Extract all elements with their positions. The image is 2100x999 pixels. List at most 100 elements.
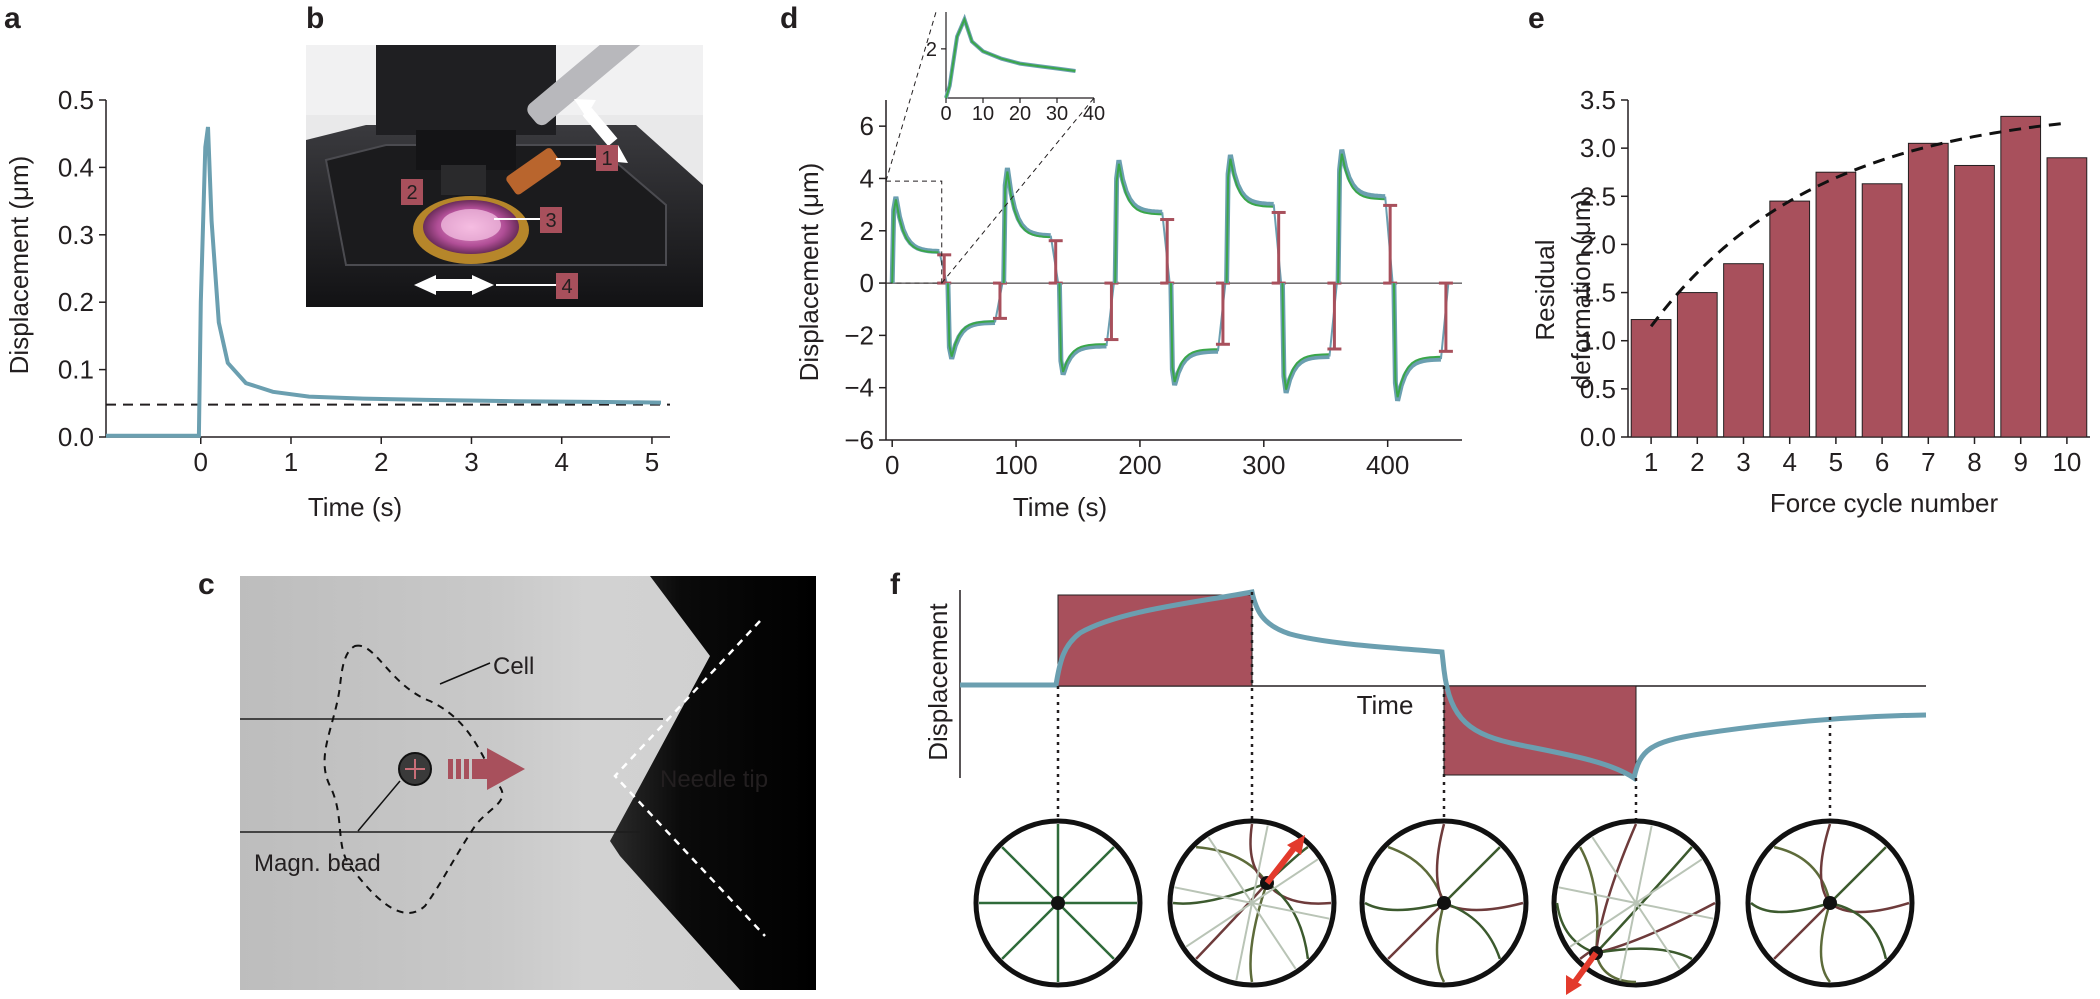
chart-d-inset-xtick-label: 40	[1083, 103, 1105, 125]
chart-e-ytick-label: 3.5	[1580, 85, 1616, 115]
network-ghost-filament	[1185, 902, 1253, 948]
chart-a-xlabel: Time (s)	[308, 492, 402, 522]
chart-d-marks	[889, 149, 1453, 402]
chart-a-xtick-label: 0	[194, 447, 208, 477]
network-bead	[1051, 896, 1065, 910]
chart-d-inset-xtick-label: 30	[1046, 103, 1068, 125]
microscope-label-1: 1	[601, 148, 612, 170]
chart-e-xtick-label: 10	[2052, 447, 2081, 477]
network-filament	[1829, 901, 1888, 960]
chart-d-inset-ytick-label: 2	[926, 39, 937, 61]
chart-e-trend-line	[1649, 121, 2068, 328]
network-ghost-filament	[1251, 902, 1330, 920]
chart-d-xtick-label: 100	[994, 450, 1037, 480]
network-filament	[1435, 902, 1446, 983]
microscope-label-2: 2	[406, 182, 417, 204]
network-filament	[1594, 823, 1638, 954]
chart-d-cycle-fit	[1114, 163, 1163, 284]
network-filament	[1773, 845, 1832, 904]
network-filament	[1443, 901, 1502, 960]
chart-e-xtick-label: 4	[1782, 447, 1796, 477]
chart-a-ytick-label: 0.3	[58, 220, 94, 250]
chart-e-bar	[2000, 115, 2042, 438]
chart-d-cycle-fit	[1058, 283, 1107, 373]
chart-d-ytick-label: 6	[860, 111, 874, 141]
chart-d-zoom-line	[941, 97, 1095, 284]
chart-a-ytick-label: 0.1	[58, 355, 94, 385]
panel-label-d: d	[780, 2, 799, 35]
network-filament	[1750, 901, 1831, 914]
chart-d-xtick-label: 400	[1366, 450, 1409, 480]
chart-e-xtick-label: 3	[1736, 447, 1750, 477]
chart-e-bar	[1815, 171, 1857, 438]
network-filament	[1001, 902, 1059, 960]
chart-d-cycle-fit	[1169, 283, 1219, 383]
network-filament	[1829, 846, 1887, 904]
chart-e-ytick-label: 1.5	[1580, 278, 1616, 308]
schematic-xlabel: Time	[1357, 690, 1414, 720]
network-filament	[1057, 902, 1115, 960]
chart-a-xtick-label: 3	[464, 447, 478, 477]
panel-label-a: a	[4, 2, 21, 35]
chart-e-xtick-label: 8	[1967, 447, 1981, 477]
bead-label: Magn. bead	[254, 850, 381, 877]
chart-d-xtick-label: 200	[1118, 450, 1161, 480]
chart-a-xtick-label: 5	[645, 447, 659, 477]
chart-d-cycle-fit	[1337, 153, 1386, 284]
cell-micrograph: Cell Magn. bead Needle tip	[240, 576, 816, 990]
chart-a-ytick-label: 0.0	[58, 422, 94, 452]
chart-d-cycle-fit	[1392, 283, 1441, 398]
network-ghost-filament	[1251, 858, 1319, 904]
network-filament	[1057, 846, 1115, 904]
chart-d-ytick-label: −2	[844, 320, 874, 350]
chart-a-ylabel: Displacement (μm)	[4, 156, 34, 375]
chart-e-bar	[1769, 200, 1811, 438]
chart-e-ylabel-line2: deformation (μm)	[1566, 191, 1596, 389]
chart-a-ytick-label: 0.4	[58, 152, 94, 182]
chart-e-bar	[1723, 263, 1764, 438]
chart-d-xtick-label: 300	[1242, 450, 1285, 480]
network-ghost-filament	[1174, 886, 1253, 904]
chart-e-xtick-label: 9	[2013, 447, 2027, 477]
chart-a-xtick-label: 1	[284, 447, 298, 477]
chart-a-xtick-label: 4	[554, 447, 568, 477]
schematic-ylabel: Displacement	[923, 602, 953, 760]
chart-d-cycle-fit	[891, 199, 940, 284]
chart-e-ytick-label: 1.0	[1580, 326, 1616, 356]
chart-a-xtick-label: 2	[374, 447, 388, 477]
chart-e-ylabel-line1: Residual	[1530, 239, 1560, 340]
chart-a-axes: 0.0 0.1 0.2 0.3 0.4 0.5 0 1 2 3 4 5	[58, 85, 670, 477]
network-ghost-filament	[1251, 825, 1269, 904]
chart-a-ytick-label: 0.2	[58, 287, 94, 317]
chart-d-cycle-fit	[1002, 171, 1051, 284]
schematic-displacement-trace	[960, 589, 1927, 783]
network-filament	[1195, 845, 1269, 884]
chart-e-ytick-label: 0.5	[1580, 374, 1616, 404]
chart-d-xtick-label: 0	[885, 450, 899, 480]
chart-e-xtick-label: 7	[1921, 447, 1935, 477]
chart-d-inset-fit	[945, 16, 1076, 99]
chart-e-marks	[1630, 115, 2088, 438]
chart-e-ytick-label: 2.5	[1580, 181, 1616, 211]
chart-e-xtick-label: 5	[1829, 447, 1843, 477]
chart-a-ytick-label: 0.5	[58, 85, 94, 115]
chart-a-marks	[106, 126, 670, 438]
cell-label: Cell	[493, 653, 534, 680]
network-filament	[1195, 882, 1268, 960]
network-ghost-filament	[1558, 886, 1637, 904]
chart-d-xlabel: Time (s)	[1013, 492, 1107, 522]
network-ghost-filament	[1635, 825, 1653, 904]
chart-e-bar	[1676, 292, 1718, 438]
chart-a-series-line	[106, 126, 662, 438]
chart-e-bar	[1630, 319, 1672, 438]
chart-d-ytick-label: −6	[844, 425, 874, 455]
chart-d-ylabel: Displacement (μm)	[794, 163, 824, 382]
chart-e-bar	[1861, 183, 1903, 438]
network-bead	[1437, 896, 1451, 910]
